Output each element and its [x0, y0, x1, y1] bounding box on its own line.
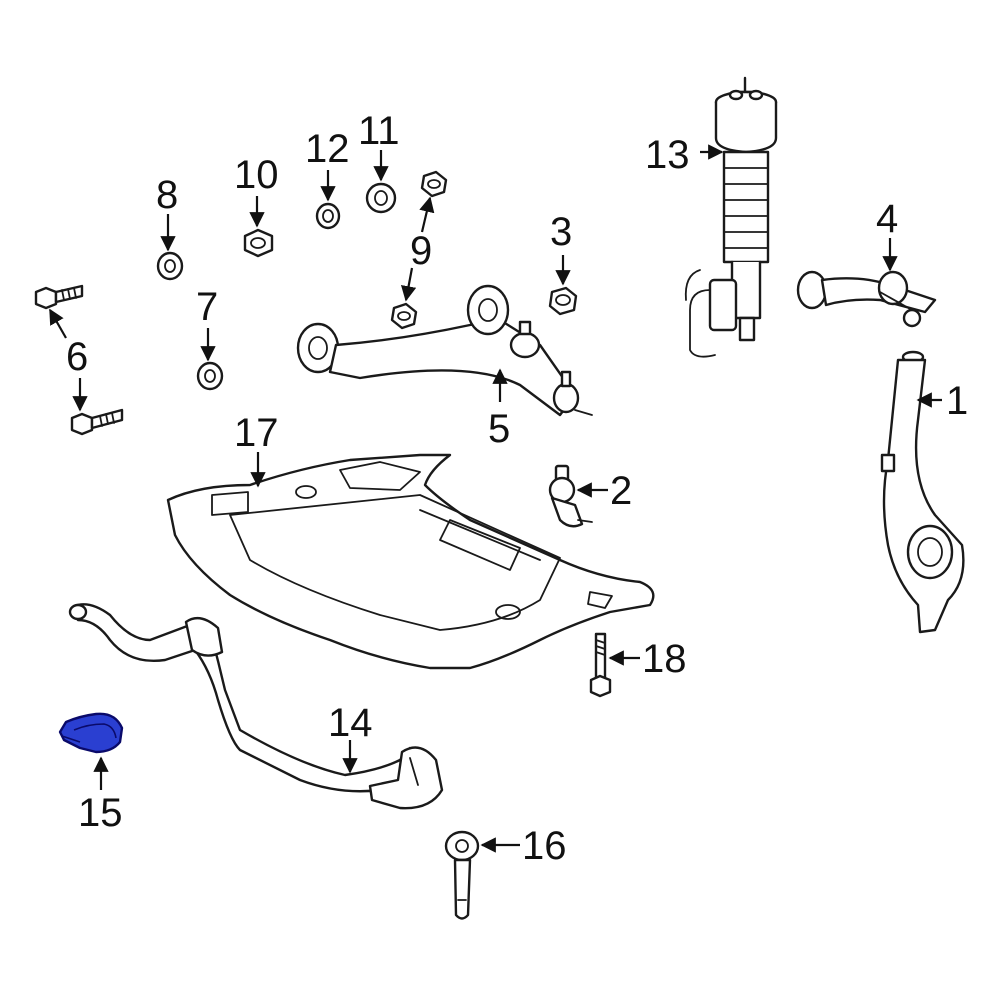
label-3: 3	[550, 210, 572, 254]
stabilizer-bar[interactable]	[68, 603, 444, 810]
callout-8: 8	[156, 173, 178, 252]
bolt-18[interactable]	[589, 632, 612, 698]
label-4: 4	[876, 197, 898, 241]
callout-18: 18	[608, 637, 687, 681]
bushing-11[interactable]	[365, 182, 397, 214]
label-15: 15	[78, 791, 123, 835]
stabilizer-bushing-shield[interactable]	[58, 712, 124, 754]
label-18: 18	[642, 637, 687, 681]
callout-5: 5	[488, 368, 510, 451]
callout-11: 11	[358, 109, 400, 182]
callout-6: 6	[49, 308, 88, 412]
callout-13: 13	[645, 133, 724, 177]
steering-knuckle[interactable]	[880, 350, 965, 634]
bushing-12[interactable]	[315, 202, 341, 230]
callout-10: 10	[234, 153, 279, 228]
callout-4: 4	[876, 197, 898, 272]
air-strut[interactable]	[684, 76, 778, 358]
callout-2: 2	[576, 469, 632, 513]
label-9: 9	[410, 229, 432, 273]
callout-16: 16	[480, 824, 567, 868]
label-5: 5	[488, 407, 510, 451]
upper-control-arm[interactable]	[796, 270, 937, 328]
label-17: 17	[234, 411, 279, 455]
label-1: 1	[946, 379, 968, 423]
callout-7: 7	[196, 285, 218, 362]
callout-12: 12	[305, 127, 350, 202]
label-13: 13	[645, 133, 690, 177]
washer-7[interactable]	[196, 361, 224, 391]
label-7: 7	[196, 285, 218, 329]
ball-joint[interactable]	[548, 464, 593, 528]
stabilizer-link[interactable]	[444, 830, 480, 920]
nut-10[interactable]	[243, 228, 274, 258]
nut-9-lower[interactable]	[390, 302, 418, 330]
label-16: 16	[522, 824, 567, 868]
callout-14: 14	[328, 701, 373, 774]
label-11: 11	[358, 109, 400, 153]
lower-control-arm[interactable]	[296, 284, 593, 417]
callout-15: 15	[78, 756, 123, 835]
front-crossmember[interactable]	[166, 453, 655, 670]
washer-8[interactable]	[156, 251, 184, 281]
label-8: 8	[156, 173, 178, 217]
label-6: 6	[66, 335, 88, 379]
bolt-6-upper[interactable]	[34, 284, 84, 310]
label-2: 2	[610, 469, 632, 513]
callout-9: 9	[400, 196, 435, 302]
label-12: 12	[305, 127, 350, 171]
bolt-6-lower[interactable]	[70, 408, 124, 436]
lock-nut-3[interactable]	[548, 286, 578, 316]
label-14: 14	[328, 701, 373, 745]
label-10: 10	[234, 153, 279, 197]
callout-17: 17	[234, 411, 279, 488]
callout-3: 3	[550, 210, 572, 286]
callout-1: 1	[916, 379, 968, 423]
nut-9-upper[interactable]	[420, 170, 448, 198]
